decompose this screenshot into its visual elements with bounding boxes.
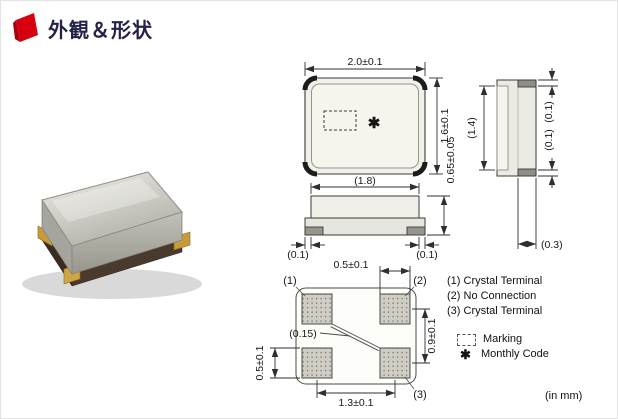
side-view-terminal-bottom (517, 168, 537, 177)
dim-pad-width-label: 0.5±0.1 (334, 259, 369, 271)
dim-pad-width (379, 266, 411, 294)
pad-3 (379, 347, 411, 379)
dim-pad-gap-label: (0.15) (289, 328, 316, 340)
legend-marking-row: Marking (447, 332, 549, 347)
pin-leaders (295, 286, 415, 390)
corner-castellations (302, 75, 428, 177)
units-note: (in mm) (545, 390, 583, 402)
front-view: (1.8) 0.65±0.05 (0.1) (0.1) (287, 137, 457, 261)
dim-terminal-width (517, 178, 537, 249)
dim-top-width (304, 62, 426, 76)
front-view-base (304, 217, 426, 236)
dim-terminal-width-label: (0.3) (541, 239, 563, 251)
bottom-view: (0.15) (1) (2) (3) 0.5±0.1 0.5±0.1 (254, 259, 438, 409)
dim-pitch-horizontal (316, 380, 396, 398)
dim-lid-length-label: (1.8) (354, 175, 376, 187)
legend-marking-label: Marking (483, 333, 523, 345)
dim-pitch-vertical (412, 308, 430, 364)
dim-thickness-label: 0.65±0.05 (445, 137, 457, 184)
side-view-lid (496, 85, 509, 171)
dim-lid-width-label: (1.4) (466, 117, 478, 139)
dim-end-offset-bottom (538, 158, 558, 188)
dim-pitch-horizontal-label: 1.3±0.1 (339, 397, 374, 409)
pad-2 (379, 293, 411, 325)
red-flag-icon (13, 13, 38, 42)
component-photo (22, 171, 202, 299)
dim-offset-right-label: (0.1) (416, 249, 438, 261)
dim-end-offset-top-label: (0.1) (543, 101, 555, 123)
dim-end-offset-bottom-label: (0.1) (543, 129, 555, 151)
marking-box-icon (457, 333, 476, 346)
page-title: 外観＆形状 (48, 19, 153, 42)
front-view-pad-right (406, 226, 426, 236)
legend-monthly-row: ✱ Monthly Code (447, 347, 549, 362)
front-view-pad-left (304, 226, 324, 236)
top-view: ✱ 2.0±0.1 1.6±0.1 (302, 56, 451, 177)
dim-offset-right (405, 237, 439, 249)
dim-pad-height-label: 0.5±0.1 (254, 345, 266, 380)
side-view: (1.4) (0.1) (0.1) (0.3) (466, 68, 563, 251)
monthly-code-symbol: ✱ (368, 115, 381, 132)
dim-top-width-label: 2.0±0.1 (348, 56, 383, 68)
top-view-lid (311, 83, 419, 169)
pad-1 (301, 293, 333, 325)
lid-top-face (41, 171, 183, 247)
pad-4 (301, 347, 333, 379)
dim-top-height-label: 1.6±0.1 (439, 108, 451, 143)
pin1-label: (1) (283, 275, 296, 287)
legend-terminal-3: (3) Crystal Terminal (447, 305, 543, 317)
legend-monthly-label: Monthly Code (481, 348, 549, 360)
legend-terminal-2: (2) No Connection (447, 290, 537, 302)
legend-terminal-1: (1) Crystal Terminal (447, 275, 543, 287)
pin3-label: (3) (413, 389, 426, 401)
legend: (1) Crystal Terminal (2) No Connection (… (447, 274, 549, 362)
dim-pitch-vertical-label: 0.9±0.1 (426, 318, 438, 353)
dim-top-height (429, 77, 443, 175)
dim-end-offset-top (538, 68, 558, 98)
marking-area-box (323, 110, 357, 131)
asterisk-icon: ✱ (460, 347, 471, 362)
dim-offset-left-label: (0.1) (287, 249, 309, 261)
pin2-label: (2) (413, 275, 426, 287)
dim-pad-height (270, 347, 300, 379)
section-header: 外観＆形状 (12, 10, 153, 46)
dim-lid-length (310, 183, 420, 194)
front-view-lid (310, 195, 420, 219)
diagonal-gap-lines (319, 323, 381, 352)
side-view-terminal-top (517, 79, 537, 88)
dim-offset-left (291, 237, 325, 249)
dim-thickness (427, 195, 450, 236)
dim-lid-width (479, 85, 495, 171)
lid-sheen (52, 178, 160, 222)
